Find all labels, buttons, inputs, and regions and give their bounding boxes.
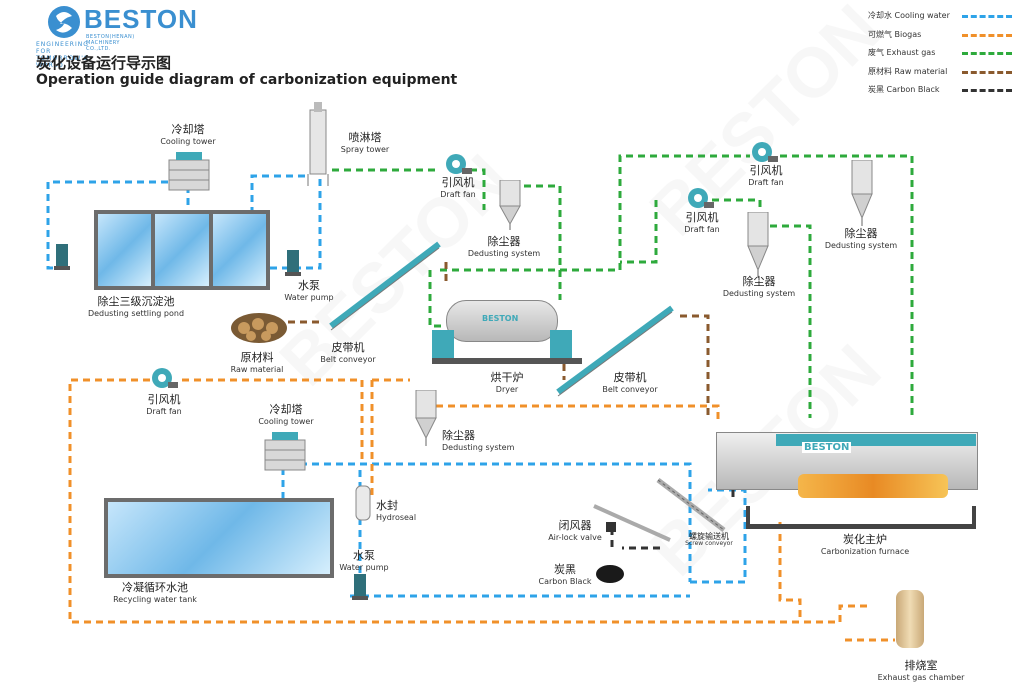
dedusting-icon (499, 180, 521, 230)
draft-fan-icon (446, 154, 472, 174)
water-pump-icon (352, 574, 368, 600)
biogas-line (182, 378, 364, 460)
draft-fan-icon (752, 142, 778, 162)
page-title-cn: 炭化设备运行导示图 (36, 54, 172, 72)
spray-tower-icon (307, 102, 329, 186)
exhaust-line (780, 154, 914, 418)
furnace-brand: BESTON (802, 442, 852, 453)
dryer-drum (446, 300, 558, 342)
carbonization-furnace: BESTON (706, 422, 996, 532)
pond-cell (98, 214, 152, 286)
legend-item-carbon: 炭黑 Carbon Black (868, 85, 940, 94)
biogas-line (778, 522, 802, 622)
legend-line-biogas (962, 34, 1012, 37)
water-line (690, 488, 747, 584)
raw-material-icon (231, 313, 287, 343)
exhaust-gas-chamber (896, 590, 924, 648)
settling-pond (94, 210, 270, 290)
dedusting-icon (415, 390, 437, 446)
brand-sub: BESTON(HENAN) MACHINERY CO.,LTD. (86, 34, 135, 52)
logo-icon (48, 6, 80, 38)
screw-conveyor-icon (656, 478, 726, 532)
legend-line-exhaust (962, 52, 1012, 55)
water-line (250, 174, 305, 212)
pond-cell (155, 214, 209, 286)
exhaust-line (620, 200, 658, 264)
legend-line-water (962, 15, 1012, 18)
dryer-machine: BESTON (432, 290, 582, 366)
page-title-en: Operation guide diagram of carbonization… (36, 72, 458, 88)
biogas-line (436, 404, 720, 424)
legend-item-raw: 原材料 Raw material (868, 67, 948, 76)
legend-line-raw (962, 71, 1012, 74)
dryer-brand: BESTON (482, 314, 519, 323)
cooling-tower-top-icon (168, 152, 210, 191)
exhaust-line (440, 154, 750, 272)
hydroseal-icon (355, 485, 371, 521)
exhaust-line (770, 224, 812, 418)
air-lock-valve-icon (593, 504, 671, 542)
raw-line (680, 314, 710, 420)
legend-item-water: 冷却水 Cooling water (868, 11, 950, 20)
water-line (46, 180, 180, 270)
water-line (300, 462, 692, 582)
recycling-water-tank (104, 498, 334, 578)
water-pump-icon (54, 244, 70, 270)
brand-name: BESTON (84, 4, 198, 34)
brand-tagline: ENGINEERING FOR TOMORROW'S WORLD (36, 41, 89, 69)
exhaust-line (428, 270, 445, 328)
draft-fan-icon (688, 188, 714, 208)
carbon-black-icon (596, 565, 624, 583)
belt-conveyor-icon (329, 241, 441, 331)
exhaust-line (470, 168, 486, 210)
water-pump-icon (285, 250, 301, 276)
legend-item-biogas: 可燃气 Biogas (868, 30, 922, 39)
exhaust-line (712, 198, 762, 214)
biogas-line (68, 378, 868, 624)
furnace-flames (798, 474, 948, 498)
legend-item-exhaust: 废气 Exhaust gas (868, 48, 936, 57)
dedusting-icon (851, 160, 873, 226)
furnace-frame (746, 506, 976, 529)
water-line (270, 176, 322, 270)
exhaust-line (500, 184, 562, 300)
belt-conveyor-icon (556, 305, 674, 397)
pond-cell (212, 214, 266, 286)
legend-line-carbon (962, 89, 1012, 92)
cooling-tower-bottom-icon (264, 432, 306, 471)
dedusting-icon (747, 212, 769, 278)
draft-fan-icon (152, 368, 178, 388)
